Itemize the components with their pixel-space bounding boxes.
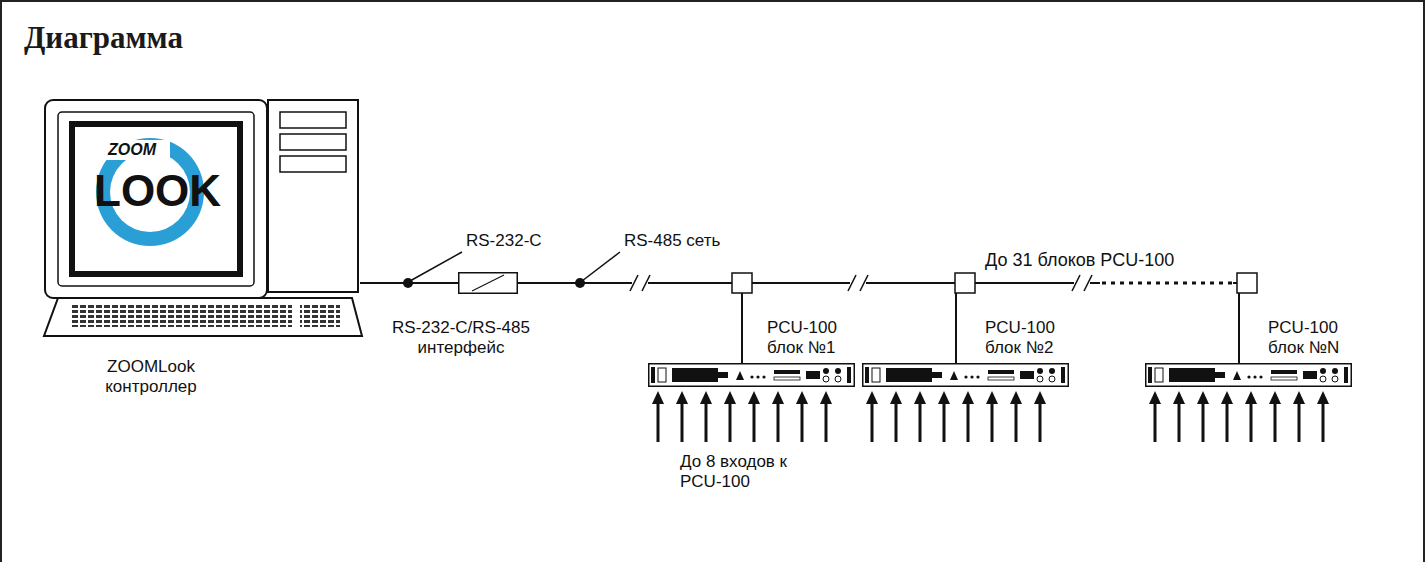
rack-front-panel	[648, 363, 855, 387]
input-arrow	[1221, 391, 1233, 442]
input-arrow	[652, 391, 664, 442]
bus-gap	[1100, 279, 1233, 287]
monitor-screen	[72, 124, 240, 274]
interface-converter: RS-232-C/RS-485 интерфейс	[458, 272, 518, 294]
bus-connector	[956, 283, 1239, 363]
break-mark	[848, 275, 868, 291]
input-arrow	[986, 391, 998, 442]
input-arrow	[1010, 391, 1022, 442]
unit-label: PCU-100 блок №N	[1268, 318, 1354, 358]
junction-box	[732, 273, 752, 293]
diagram-title: Диаграмма	[24, 20, 183, 56]
node-label: ZOOMLook контроллер	[95, 357, 207, 397]
keyboard	[44, 298, 362, 336]
input-arrow	[700, 391, 712, 442]
input-arrow	[1034, 391, 1046, 442]
input-arrow	[676, 391, 688, 442]
unit-label: PCU-100 блок №2	[985, 318, 1071, 358]
input-arrow	[962, 391, 974, 442]
logo-text: ZOOM	[108, 140, 156, 159]
break-mark	[630, 275, 650, 291]
drive-bay	[280, 112, 346, 128]
input-arrow	[890, 391, 902, 442]
pcu-unit: PCU-100 блок №1	[648, 363, 855, 387]
junction-box	[955, 273, 975, 293]
drive-bay	[280, 134, 346, 150]
capacity-note: До 31 блоков PCU-100	[985, 249, 1174, 271]
converter-symbol	[458, 272, 518, 294]
input-arrow	[1149, 391, 1161, 442]
computer-tower	[268, 100, 358, 292]
signal-name: RS-232-C	[466, 231, 542, 251]
unit-label: PCU-100 блок №1	[767, 318, 853, 358]
input-arrow	[1245, 391, 1257, 442]
logo-text: LOOK	[94, 166, 221, 216]
junction-box	[1237, 273, 1257, 293]
pcu-unit: PCU-100 блок №N	[1145, 363, 1352, 387]
input-arrow	[772, 391, 784, 442]
input-arrow	[1317, 391, 1329, 442]
keyboard-keys	[72, 305, 292, 327]
rack-front-panel	[862, 363, 1069, 387]
keyboard-keys	[300, 305, 340, 327]
drive-bay	[280, 156, 346, 172]
connection-dot	[403, 278, 413, 288]
input-arrow	[1173, 391, 1185, 442]
inputs-note: До 8 входов к PCU-100	[680, 452, 792, 492]
leader-line	[410, 252, 462, 281]
leader-line	[582, 252, 620, 281]
input-arrow	[1293, 391, 1305, 442]
input-arrow	[1269, 391, 1281, 442]
dotted-bus	[1102, 282, 1232, 285]
bus-connector	[742, 283, 956, 363]
bus-connector	[518, 283, 742, 363]
input-arrow	[1197, 391, 1209, 442]
controller-computer: ZOOMLook контроллер	[45, 100, 360, 338]
input-arrow	[724, 391, 736, 442]
network-name: RS-485 сеть	[624, 231, 720, 251]
input-arrow	[866, 391, 878, 442]
monitor-bezel	[58, 112, 254, 286]
node-label: RS-232-C/RS-485 интерфейс	[386, 318, 536, 358]
input-arrow	[820, 391, 832, 442]
monitor-case	[45, 100, 267, 298]
input-arrow	[914, 391, 926, 442]
input-arrow	[796, 391, 808, 442]
input-arrows	[652, 391, 1329, 442]
break-mark	[1072, 275, 1092, 291]
rack-front-panel	[1145, 363, 1352, 387]
input-arrow	[938, 391, 950, 442]
input-arrow	[748, 391, 760, 442]
connection-dot	[575, 278, 585, 288]
pcu-unit: PCU-100 блок №2	[862, 363, 1069, 387]
logo-band	[100, 140, 170, 160]
